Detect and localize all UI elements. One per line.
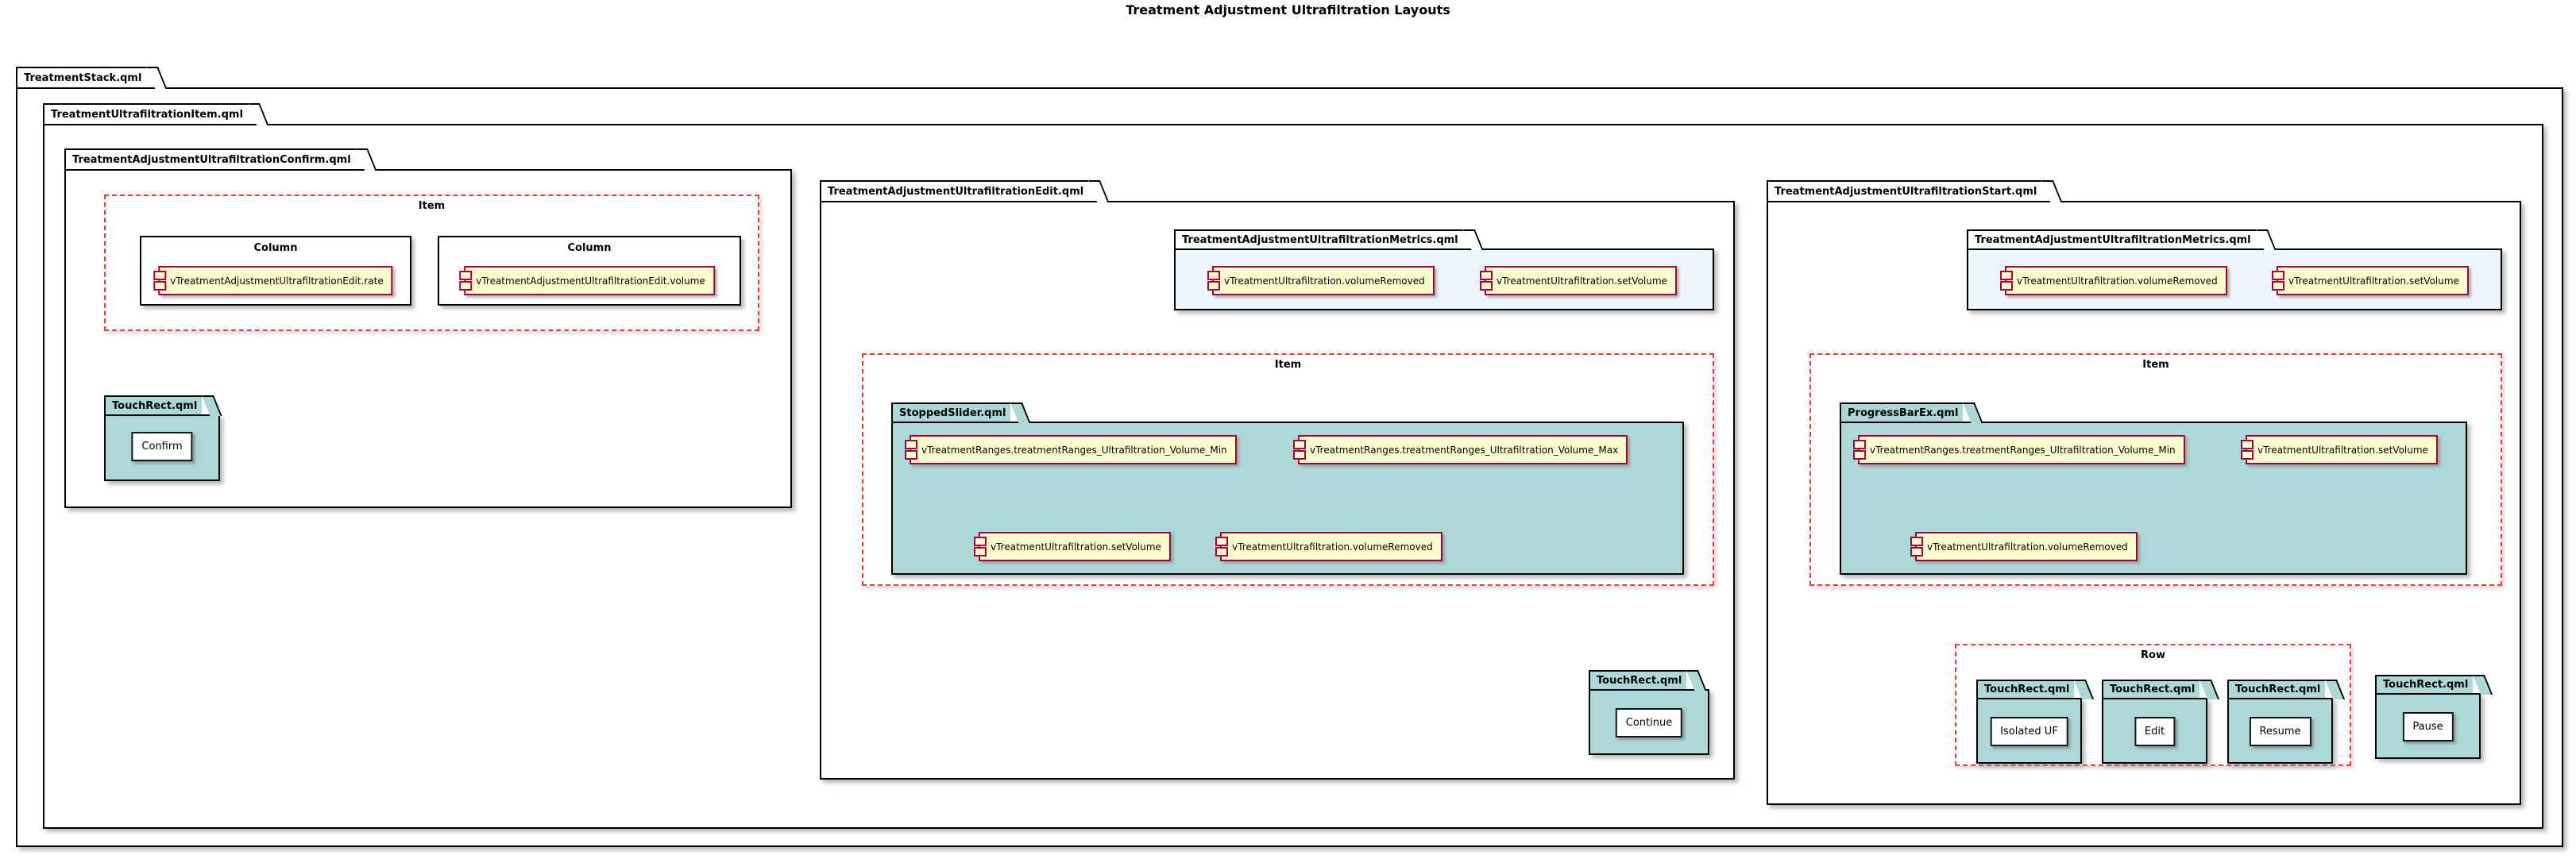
package-body-treatment-ultrafiltration-item: TreatmentAdjustmentUltrafiltrationConfir… — [43, 124, 2543, 829]
package-body-progress-bar-ex: vTreatmentRanges.treatmentRanges_Ultrafi… — [1840, 422, 2467, 575]
row-group: Row TouchRect.qml Isolated UF TouchRect.… — [1955, 644, 2351, 766]
touchrect-tab: TouchRect.qml — [2227, 680, 2326, 698]
package-tab-start: TreatmentAdjustmentUltrafiltrationStart.… — [1767, 180, 2042, 201]
package-tab-progress-bar-ex: ProgressBarEx.qml — [1840, 402, 1964, 422]
component-set-volume: vTreatmentUltrafiltration.setVolume — [2241, 435, 2438, 464]
touchrect-body: Edit — [2102, 698, 2207, 764]
pause-button: Pause — [2402, 712, 2454, 741]
package-tab-stopped-slider: StoppedSlider.qml — [891, 402, 1011, 422]
touchrect-body: Resume — [2227, 698, 2333, 764]
item-group-start: Item ProgressBarEx.qml vTreatmentRanges.… — [1809, 353, 2502, 586]
component-uf-volume-min: vTreatmentRanges.treatmentRanges_Ultrafi… — [1853, 435, 2185, 464]
item-group-label: Item — [2142, 359, 2169, 371]
touchrect-tab: TouchRect.qml — [1976, 680, 2075, 698]
package-body-metrics: vTreatmentUltrafiltration.volumeRemoved … — [1174, 248, 1714, 310]
component-volume-removed: vTreatmentUltrafiltration.volumeRemoved — [1207, 266, 1435, 295]
edit-button: Edit — [2134, 717, 2176, 746]
touchrect-body: Continue — [1589, 689, 1709, 755]
column-volume: Column vTreatmentAdjustmentUltrafiltrati… — [438, 236, 741, 306]
component-uf-volume-min: vTreatmentRanges.treatmentRanges_Ultrafi… — [905, 435, 1237, 464]
component-volume-removed: vTreatmentUltrafiltration.volumeRemoved — [2000, 266, 2227, 295]
package-body-start: TreatmentAdjustmentUltrafiltrationMetric… — [1767, 201, 2521, 805]
package-body-metrics: vTreatmentUltrafiltration.volumeRemoved … — [1967, 248, 2502, 310]
touchrect-body: Confirm — [104, 414, 220, 481]
package-body-edit: TreatmentAdjustmentUltrafiltrationMetric… — [820, 201, 1735, 780]
component-volume-removed: vTreatmentUltrafiltration.volumeRemoved — [1910, 532, 2138, 561]
item-group-edit: Item StoppedSlider.qml vTreatmentRanges.… — [862, 353, 1714, 586]
package-body-stopped-slider: vTreatmentRanges.treatmentRanges_Ultrafi… — [891, 422, 1684, 575]
item-group-label: Item — [418, 200, 446, 212]
touchrect-tab: TouchRect.qml — [2375, 675, 2474, 693]
touchrect-tab: TouchRect.qml — [104, 395, 203, 414]
component-set-volume: vTreatmentUltrafiltration.setVolume — [974, 532, 1171, 561]
component-volume-removed: vTreatmentUltrafiltration.volumeRemoved — [1215, 532, 1442, 561]
column-label: Column — [253, 242, 298, 254]
item-group-confirm: Item Column vTreatmentAdjustmentUltrafil… — [104, 194, 759, 331]
row-group-label: Row — [2141, 649, 2165, 661]
package-tab-edit: TreatmentAdjustmentUltrafiltrationEdit.q… — [820, 180, 1089, 201]
component-set-volume: vTreatmentUltrafiltration.setVolume — [1480, 266, 1677, 295]
column-rate: Column vTreatmentAdjustmentUltrafiltrati… — [140, 236, 411, 306]
resume-button: Resume — [2249, 717, 2311, 746]
isolated-uf-button: Isolated UF — [1990, 717, 2068, 746]
component-set-volume: vTreatmentUltrafiltration.setVolume — [2272, 266, 2469, 295]
package-tab-metrics: TreatmentAdjustmentUltrafiltrationMetric… — [1174, 229, 1463, 248]
package-tab-metrics: TreatmentAdjustmentUltrafiltrationMetric… — [1967, 229, 2256, 248]
component-uf-edit-rate: vTreatmentAdjustmentUltrafiltrationEdit.… — [153, 266, 393, 295]
package-tab-treatment-ultrafiltration-item: TreatmentUltrafiltrationItem.qml — [43, 103, 248, 124]
touchrect-tab: TouchRect.qml — [2102, 680, 2200, 698]
touchrect-body: Isolated UF — [1976, 698, 2082, 764]
package-tab-treatment-stack: TreatmentStack.qml — [16, 67, 147, 87]
package-body-confirm: Item Column vTreatmentAdjustmentUltrafil… — [64, 169, 792, 508]
continue-button: Continue — [1615, 708, 1683, 738]
component-uf-edit-volume: vTreatmentAdjustmentUltrafiltrationEdit.… — [459, 266, 715, 295]
component-uf-volume-max: vTreatmentRanges.treatmentRanges_Ultrafi… — [1292, 435, 1628, 464]
package-body-treatment-stack: TreatmentUltrafiltrationItem.qml Treatme… — [16, 87, 2563, 847]
diagram-title: Treatment Adjustment Ultrafiltration Lay… — [1126, 2, 1450, 17]
package-tab-confirm: TreatmentAdjustmentUltrafiltrationConfir… — [64, 148, 356, 169]
item-group-label: Item — [1274, 359, 1302, 371]
column-label: Column — [567, 242, 612, 254]
confirm-button: Confirm — [131, 432, 193, 461]
touchrect-tab: TouchRect.qml — [1589, 670, 1687, 689]
touchrect-body: Pause — [2375, 693, 2481, 759]
